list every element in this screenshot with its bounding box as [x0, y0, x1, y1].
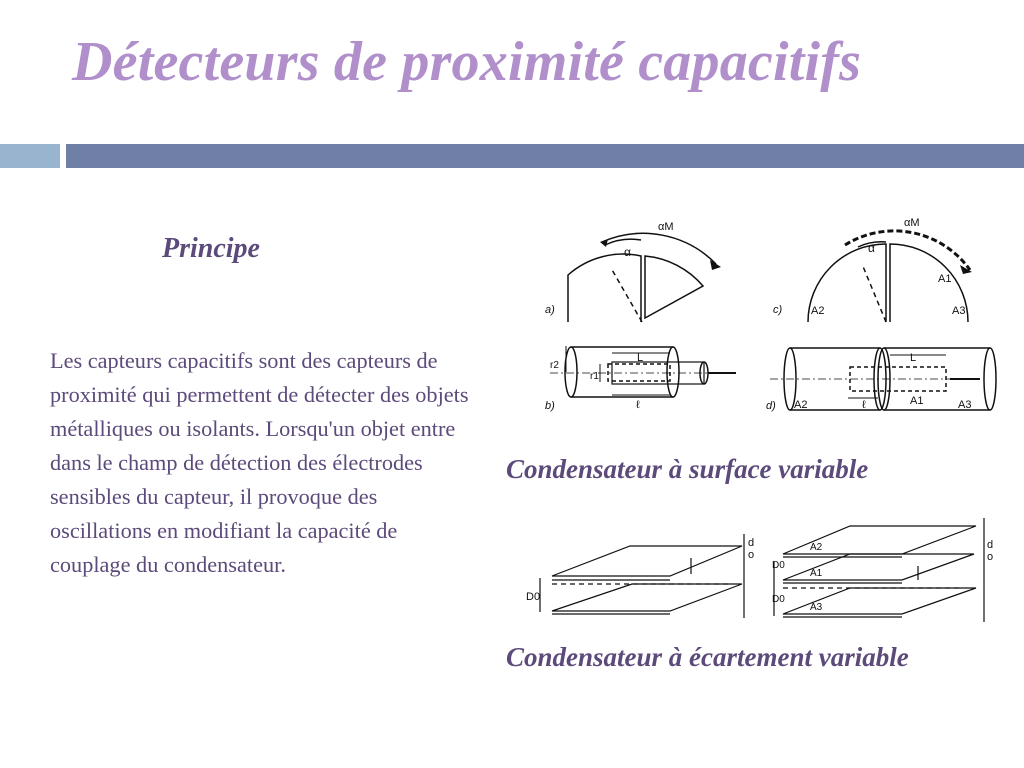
slide-title: Détecteurs de proximité capacitifs [72, 31, 862, 93]
gap-right-o: o [987, 551, 993, 563]
gap-right-a2: A2 [810, 542, 823, 553]
figure-a-tag: a) [545, 304, 555, 316]
figure-b-tag: b) [545, 400, 555, 412]
figure-a-alpha-m: αM [658, 221, 674, 233]
figure-c-alpha-m: αM [904, 217, 920, 229]
gap-left-o: o [748, 549, 754, 561]
figure-d-L: L [910, 352, 916, 364]
figure-b-l: ℓ [636, 399, 640, 411]
figure-d-a3: A3 [958, 399, 971, 411]
sector-diagram-c [807, 229, 972, 323]
figure-b-r2: r2 [550, 360, 559, 371]
gap-left-d0: D0 [526, 591, 540, 603]
figure-c-a3: A3 [952, 305, 965, 317]
section-subtitle: Principe [162, 233, 260, 264]
plate-stack-right [773, 518, 985, 622]
gap-right-a3: A3 [810, 602, 823, 613]
figure-d-a2: A2 [794, 399, 807, 411]
figure-b-L: L [637, 352, 643, 364]
figure-c-a2: A2 [811, 305, 824, 317]
figure-c-tag: c) [773, 304, 783, 316]
gap-variable-diagram: d o D0 A2 A1 A3 d o D0 D0 [526, 518, 993, 622]
caption-surface-variable: Condensateur à surface variable [506, 454, 869, 484]
gap-right-a1: A1 [810, 568, 823, 579]
figure-d-l: ℓ [862, 399, 866, 411]
figure-a-alpha: α [624, 245, 631, 259]
gap-right-d: d [987, 539, 993, 551]
figure-b-r1: r1 [590, 371, 599, 382]
gap-left-d: d [748, 537, 754, 549]
figure-d-tag: d) [766, 400, 776, 412]
sector-diagram-a [567, 232, 721, 323]
header-accent-left [0, 144, 60, 168]
gap-right-d0-top: D0 [772, 560, 785, 571]
header-accent-bar [66, 144, 1024, 168]
surface-variable-diagram: a) α αM c) α αM A1 A2 A3 b) r2 r1 L ℓ d)… [545, 217, 997, 412]
cylinder-diagram-b [550, 346, 736, 398]
cylinder-diagram-d [770, 347, 997, 411]
plate-pair-left [539, 534, 745, 618]
figure-c-alpha: α [868, 241, 875, 255]
principle-paragraph: Les capteurs capacitifs sont des capteur… [50, 348, 469, 577]
gap-right-d0-bottom: D0 [772, 594, 785, 605]
caption-gap-variable: Condensateur à écartement variable [506, 642, 909, 672]
figure-d-a1: A1 [910, 395, 923, 407]
figure-c-a1: A1 [938, 273, 951, 285]
